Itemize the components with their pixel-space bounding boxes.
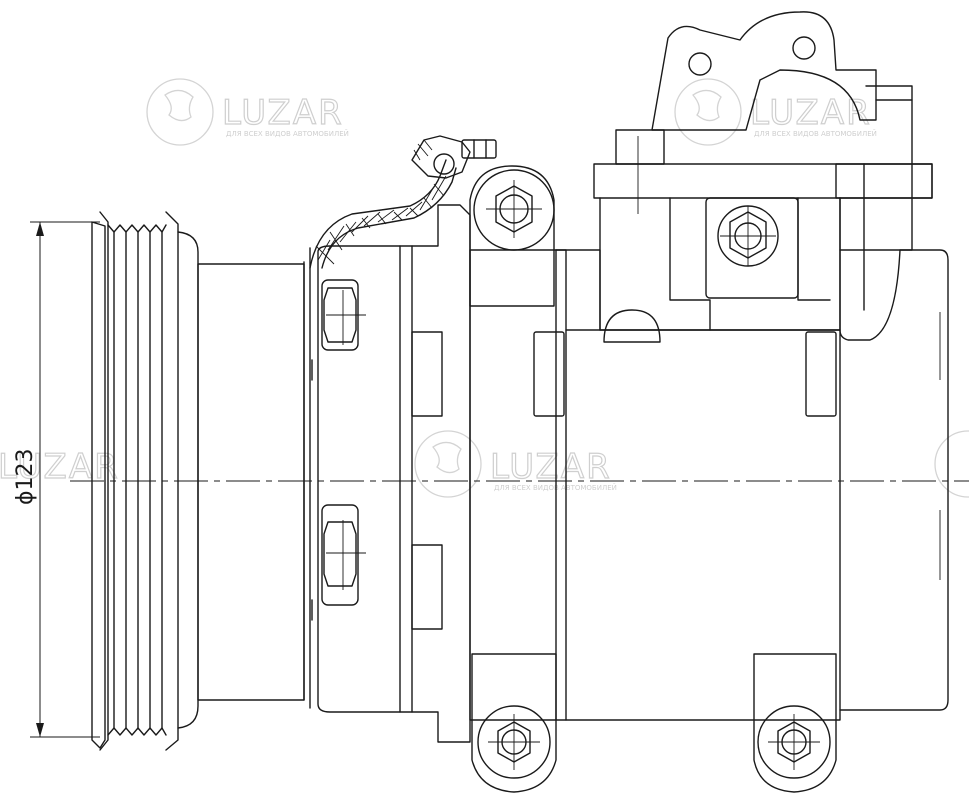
wire-harness — [309, 135, 497, 269]
compressor-body — [399, 204, 949, 743]
watermark-top-right: LUZAR ДЛЯ ВСЕХ ВИДОВ АВТОМОБИЛЕЙ — [674, 78, 877, 146]
front-housing — [303, 245, 401, 713]
watermark-tagline: ДЛЯ ВСЕХ ВИДОВ АВТОМОБИЛЕЙ — [754, 129, 877, 138]
rear-head — [593, 11, 933, 343]
watermark-center: LUZAR ДЛЯ ВСЕХ ВИДОВ АВТОМОБИЛЕЙ — [414, 430, 617, 498]
diameter-dimension: ϕ123 — [13, 221, 100, 738]
watermark-brand: LUZAR — [222, 93, 344, 133]
diameter-label: ϕ123 — [13, 448, 38, 505]
bottom-mount-left — [471, 653, 557, 793]
watermark-top-left: LUZAR ДЛЯ ВСЕХ ВИДОВ АВТОМОБИЛЕЙ — [146, 78, 349, 146]
watermark-right-edge — [934, 430, 969, 498]
top-mount — [469, 165, 555, 307]
watermark-brand: LUZAR — [750, 93, 872, 133]
watermark-tagline: ДЛЯ ВСЕХ ВИДОВ АВТОМОБИЛЕЙ — [226, 129, 349, 138]
pulley — [91, 211, 305, 751]
bottom-mount-right — [753, 653, 837, 793]
